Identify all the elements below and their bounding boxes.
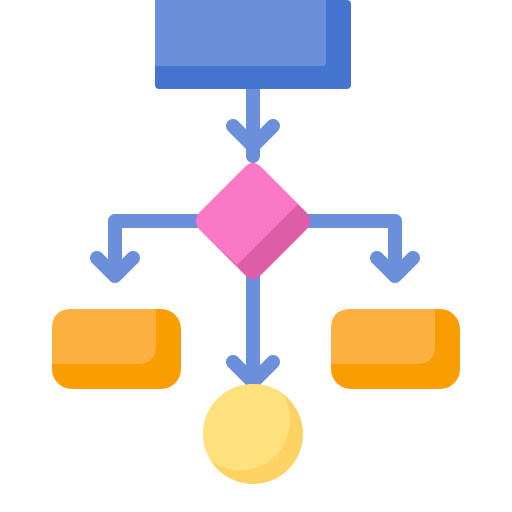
- edge-decision-to-right-process: [299, 214, 402, 281]
- left-process-node: [52, 309, 181, 389]
- edge-decision-to-left-process: [108, 214, 207, 281]
- start-node: [155, 0, 351, 89]
- arrowhead-decision-to-left-process: [90, 251, 140, 283]
- arrowhead-start-to-decision: [226, 119, 280, 153]
- end-node: [203, 383, 303, 484]
- arrowhead-decision-to-right-process: [370, 251, 420, 283]
- connectors: [90, 81, 420, 389]
- right-process-node: [331, 309, 460, 389]
- arrowhead-decision-to-end: [226, 355, 280, 389]
- decision-node: [196, 163, 310, 279]
